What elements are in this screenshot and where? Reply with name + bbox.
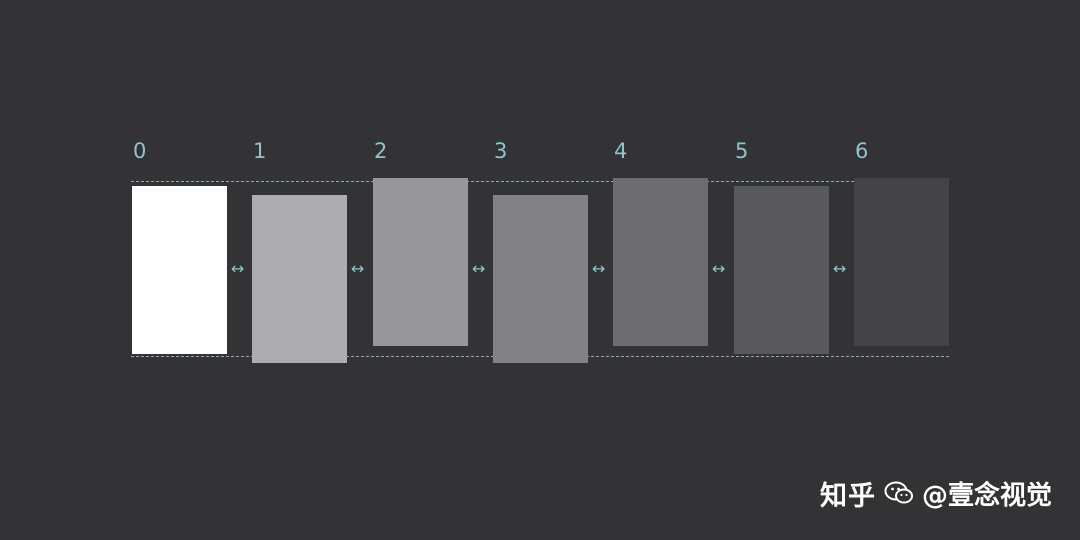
elevation-card-1	[252, 195, 347, 363]
spacing-arrow-4: ↔	[712, 259, 726, 278]
wechat-icon	[884, 481, 913, 504]
watermark: 知乎 @壹念视觉	[820, 473, 1052, 513]
elevation-card-5	[734, 186, 829, 354]
elevation-label-5: 5	[735, 139, 749, 163]
watermark-author: @壹念视觉	[922, 480, 1053, 511]
elevation-label-0: 0	[133, 139, 147, 163]
spacing-arrow-2: ↔	[472, 259, 486, 278]
elevation-label-3: 3	[494, 139, 508, 163]
elevation-label-1: 1	[253, 139, 267, 163]
watermark-site: 知乎	[820, 480, 876, 512]
elevation-label-4: 4	[614, 139, 628, 163]
elevation-label-6: 6	[855, 139, 869, 163]
elevation-card-6	[854, 178, 949, 346]
elevation-card-0	[132, 186, 227, 354]
spacing-arrow-3: ↔	[592, 259, 606, 278]
top-guide-line	[131, 181, 949, 182]
elevation-label-2: 2	[374, 139, 388, 163]
elevation-card-2	[373, 178, 468, 346]
spacing-arrow-0: ↔	[231, 259, 245, 278]
elevation-card-4	[613, 178, 708, 346]
spacing-arrow-5: ↔	[833, 259, 847, 278]
spacing-arrow-1: ↔	[351, 259, 365, 278]
elevation-card-3	[493, 195, 588, 363]
